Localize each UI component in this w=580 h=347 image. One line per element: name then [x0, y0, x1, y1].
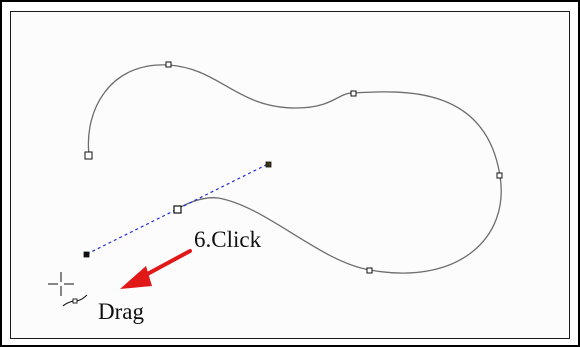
anchor-point-right[interactable]: [496, 172, 503, 179]
direction-handle-line: [86, 163, 269, 255]
anchor-point-current[interactable]: [173, 205, 182, 214]
pen-tool-crosshair-icon: [48, 272, 74, 296]
click-instruction-label: 6.Click: [194, 227, 262, 252]
anchor-point-start[interactable]: [84, 151, 93, 160]
drawing-canvas[interactable]: [10, 11, 570, 339]
curve-drag-icon: [62, 294, 88, 307]
anchor-point-top-right[interactable]: [350, 90, 357, 97]
red-arrow-icon: [120, 249, 192, 289]
anchor-point-top-left[interactable]: [165, 61, 172, 68]
anchor-point-bottom[interactable]: [366, 267, 373, 274]
bezier-curve[interactable]: [87, 64, 502, 274]
direction-handle-end-top[interactable]: [265, 161, 272, 168]
drag-instruction-label: Drag: [98, 299, 144, 324]
direction-handle-end-bottom[interactable]: [83, 251, 90, 258]
